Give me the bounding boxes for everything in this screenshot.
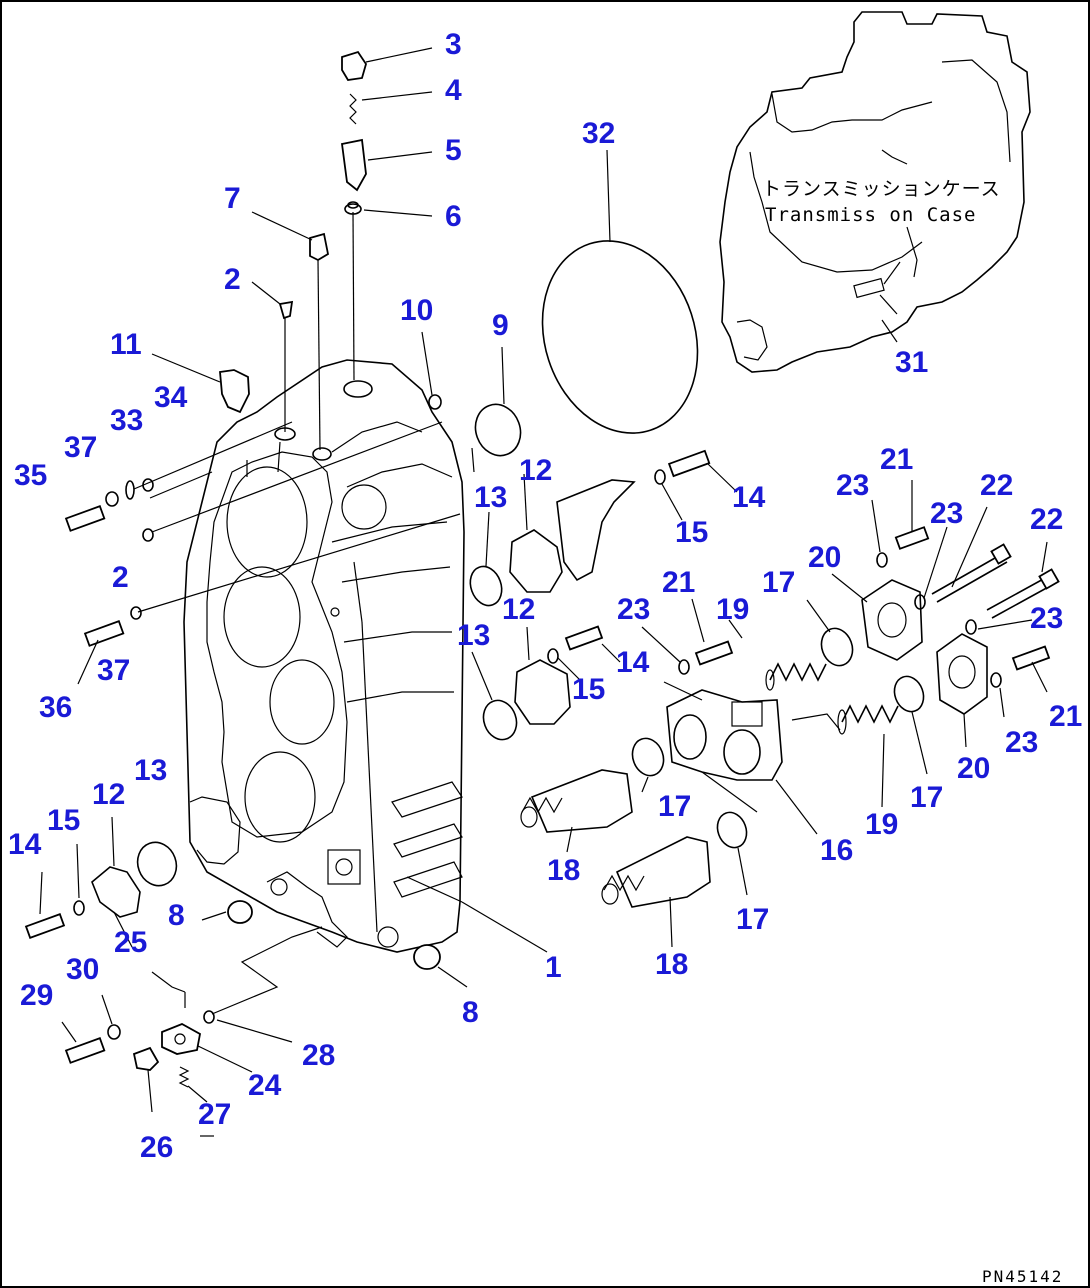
callout-37-low: 37	[97, 654, 130, 687]
transmission-case-label-en: Transmiss on Case	[765, 204, 976, 226]
callout-18-b: 18	[655, 948, 688, 981]
cover-20-upper	[861, 579, 923, 661]
spool-18-lower	[601, 836, 711, 908]
callout-23-e: 23	[1005, 726, 1038, 759]
transmission-case-label-jp: トランスミッションケース	[762, 178, 1001, 200]
callout-12-low: 12	[92, 778, 125, 811]
bolt-21-mid	[694, 640, 734, 666]
callout-13-top: 13	[474, 481, 507, 514]
small-rings	[73, 394, 1002, 1040]
callout-11: 11	[110, 328, 142, 361]
plugs-8	[227, 900, 441, 970]
callout-21-mid: 21	[662, 566, 695, 599]
callout-21-right: 21	[1049, 700, 1082, 733]
lower-fitting-assembly	[132, 992, 202, 1088]
callout-12-mid: 12	[502, 593, 535, 626]
callout-9: 9	[492, 309, 509, 342]
bolt-36	[83, 620, 125, 647]
callout-16: 16	[820, 834, 853, 867]
drawing-number: PN45142	[982, 1267, 1063, 1286]
callout-24: 24	[248, 1069, 282, 1102]
callout-28: 28	[302, 1039, 335, 1072]
gaskets	[91, 529, 571, 918]
callout-17-a: 17	[762, 566, 795, 599]
callout-17-c: 17	[658, 790, 691, 823]
callout-29: 29	[20, 979, 53, 1012]
long-bolt-22-a	[931, 543, 1012, 603]
callout-17-d: 17	[736, 903, 769, 936]
callout-3: 3	[445, 28, 462, 61]
callout-14-top: 14	[732, 481, 766, 514]
callout-labels: 3 4 5 6 7 2 11 33 34 37 35 2 37 36 10 9 …	[8, 28, 1082, 1164]
callout-22-top: 22	[980, 469, 1013, 502]
callout-13-mid: 13	[457, 619, 490, 652]
bolt-14-mid	[564, 625, 604, 651]
callout-35: 35	[14, 459, 47, 492]
o-rings	[136, 403, 925, 887]
spring-19-lower	[837, 704, 899, 735]
callout-22-right: 22	[1030, 503, 1063, 536]
valve-body	[666, 689, 783, 781]
callout-27: 27	[198, 1098, 231, 1131]
callout-33: 33	[110, 404, 143, 437]
callout-15-top: 15	[675, 516, 708, 549]
bolt-29	[64, 1037, 106, 1064]
callout-21-top: 21	[880, 443, 913, 476]
callout-14-mid: 14	[616, 646, 650, 679]
callout-19-low: 19	[865, 808, 898, 841]
main-housing	[183, 359, 465, 953]
callout-4: 4	[445, 74, 462, 107]
callout-15-low: 15	[47, 804, 80, 837]
bolt-14-top	[667, 449, 711, 478]
callout-17-b: 17	[910, 781, 943, 814]
large-o-ring-32	[541, 240, 699, 434]
callout-20-top: 20	[808, 541, 841, 574]
callout-30: 30	[66, 953, 99, 986]
callout-1: 1	[545, 951, 562, 984]
callout-7: 7	[224, 182, 241, 215]
callout-20-low: 20	[957, 752, 990, 785]
callout-8-left: 8	[168, 899, 185, 932]
callout-18-a: 18	[547, 854, 580, 887]
bolt-35	[64, 505, 106, 532]
callout-25: 25	[114, 926, 147, 959]
callout-23-b: 23	[836, 469, 869, 502]
callout-13-low: 13	[134, 754, 167, 787]
transmission-case-outline: トランスミッションケース Transmiss on Case	[719, 11, 1031, 373]
bolt-14-left	[24, 913, 66, 939]
callout-34: 34	[154, 381, 188, 414]
callout-23-d: 23	[1030, 602, 1063, 635]
bracket	[556, 479, 636, 582]
callout-32: 32	[582, 117, 615, 150]
callout-14-low: 14	[8, 828, 42, 861]
callout-5: 5	[445, 134, 462, 167]
callout-15-mid: 15	[572, 673, 605, 706]
callout-10: 10	[400, 294, 433, 327]
callout-23-c: 23	[930, 497, 963, 530]
bolt-21-right	[1011, 645, 1051, 671]
callout-31: 31	[895, 346, 928, 379]
callout-26: 26	[140, 1131, 173, 1164]
callout-2-top: 2	[224, 263, 241, 296]
spring-19-upper	[765, 662, 827, 691]
callout-19-top: 19	[716, 593, 749, 626]
callout-2-mid: 2	[112, 561, 129, 594]
cover-20-lower	[936, 633, 988, 715]
callout-12-top: 12	[519, 454, 552, 487]
callout-37-top: 37	[64, 431, 97, 464]
callout-6: 6	[445, 200, 462, 233]
callout-36: 36	[39, 691, 72, 724]
top-fittings	[219, 50, 367, 451]
bolt-21-top	[894, 526, 930, 550]
callout-8-right: 8	[462, 996, 479, 1029]
spool-18-upper	[520, 769, 633, 833]
long-bolt-22-b	[986, 568, 1060, 619]
leader-lines	[39, 47, 1048, 1137]
callout-23-a: 23	[617, 593, 650, 626]
